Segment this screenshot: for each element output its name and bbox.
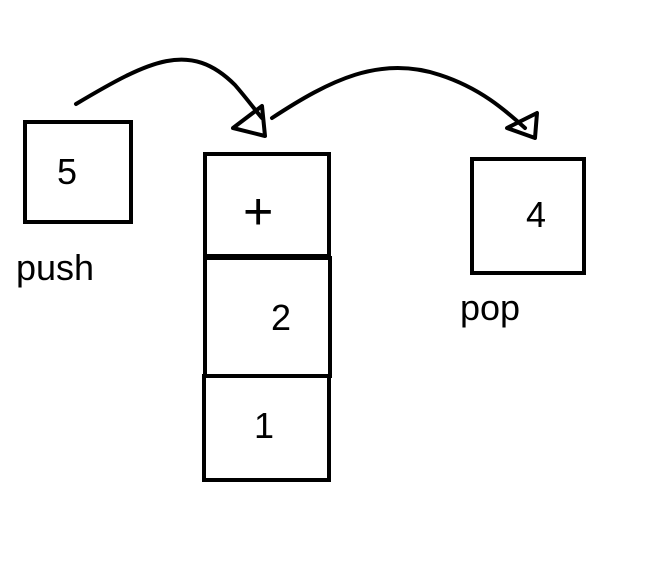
plus-operator: + bbox=[243, 183, 274, 241]
pop-value: 4 bbox=[526, 194, 547, 235]
push-arrow bbox=[74, 57, 264, 120]
stack-middle-value: 2 bbox=[271, 297, 292, 338]
push-value: 5 bbox=[57, 151, 78, 192]
pop-box: 4 bbox=[470, 157, 586, 275]
stack-bottom-cell: 1 bbox=[202, 374, 331, 482]
pop-label: pop bbox=[460, 287, 521, 328]
pop-arrow bbox=[270, 66, 527, 130]
push-arrowhead bbox=[231, 104, 267, 138]
push-label: push bbox=[16, 247, 95, 288]
stack-top-cell: + bbox=[203, 152, 331, 258]
stack-middle-cell: 2 bbox=[203, 256, 332, 378]
pop-arrowhead bbox=[505, 111, 539, 140]
stack-bottom-value: 1 bbox=[254, 405, 275, 446]
push-box: 5 bbox=[23, 120, 133, 224]
